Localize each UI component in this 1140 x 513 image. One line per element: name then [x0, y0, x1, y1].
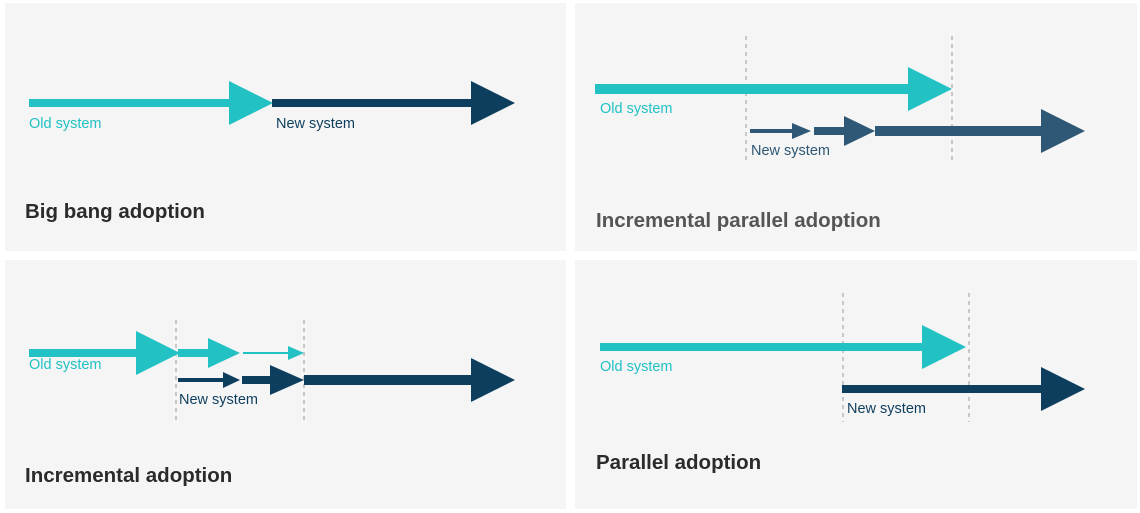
- new-system-arrow-step-1: [178, 372, 240, 388]
- old-system-arrow: [595, 67, 952, 111]
- panel-incremental-adoption: Old system New system Incremental adopti…: [5, 260, 566, 509]
- new-system-arrow: [842, 367, 1085, 411]
- old-system-arrow: [29, 81, 273, 125]
- old-system-label: Old system: [29, 116, 102, 132]
- old-system-arrow-step-3: [243, 346, 304, 360]
- panel-title: Parallel adoption: [596, 451, 762, 474]
- old-system-arrow-step-2: [178, 338, 240, 368]
- new-system-arrow-step-3: [304, 358, 515, 402]
- panel-title: Incremental parallel adoption: [596, 209, 881, 232]
- new-system-label: New system: [179, 392, 258, 408]
- old-system-arrow: [600, 325, 966, 369]
- new-system-label: New system: [847, 401, 926, 417]
- new-system-arrow: [272, 81, 515, 125]
- panel-parallel-adoption: Old system New system Parallel adoption: [575, 260, 1137, 509]
- panel-incremental-parallel-adoption: Old system New system Incremental parall…: [575, 3, 1137, 251]
- new-system-arrow-step-1: [750, 123, 811, 139]
- new-system-arrow-step-2: [242, 365, 304, 395]
- old-system-label: Old system: [600, 101, 673, 117]
- new-system-label: New system: [276, 116, 355, 132]
- panel-big-bang-adoption: Old system New system Big bang adoption: [5, 3, 566, 251]
- old-system-label: Old system: [600, 359, 673, 375]
- new-system-arrow-step-3: [875, 109, 1085, 153]
- old-system-label: Old system: [29, 357, 102, 373]
- panel-title: Incremental adoption: [25, 464, 233, 487]
- incremental-diagram: [29, 320, 515, 422]
- new-system-label: New system: [751, 143, 830, 159]
- incremental-parallel-diagram: [595, 36, 1085, 163]
- panel-title: Big bang adoption: [25, 200, 205, 223]
- old-system-arrow-step-1: [29, 331, 180, 375]
- big-bang-diagram: [29, 81, 515, 125]
- parallel-diagram: [600, 293, 1085, 422]
- new-system-arrow-step-2: [814, 116, 875, 146]
